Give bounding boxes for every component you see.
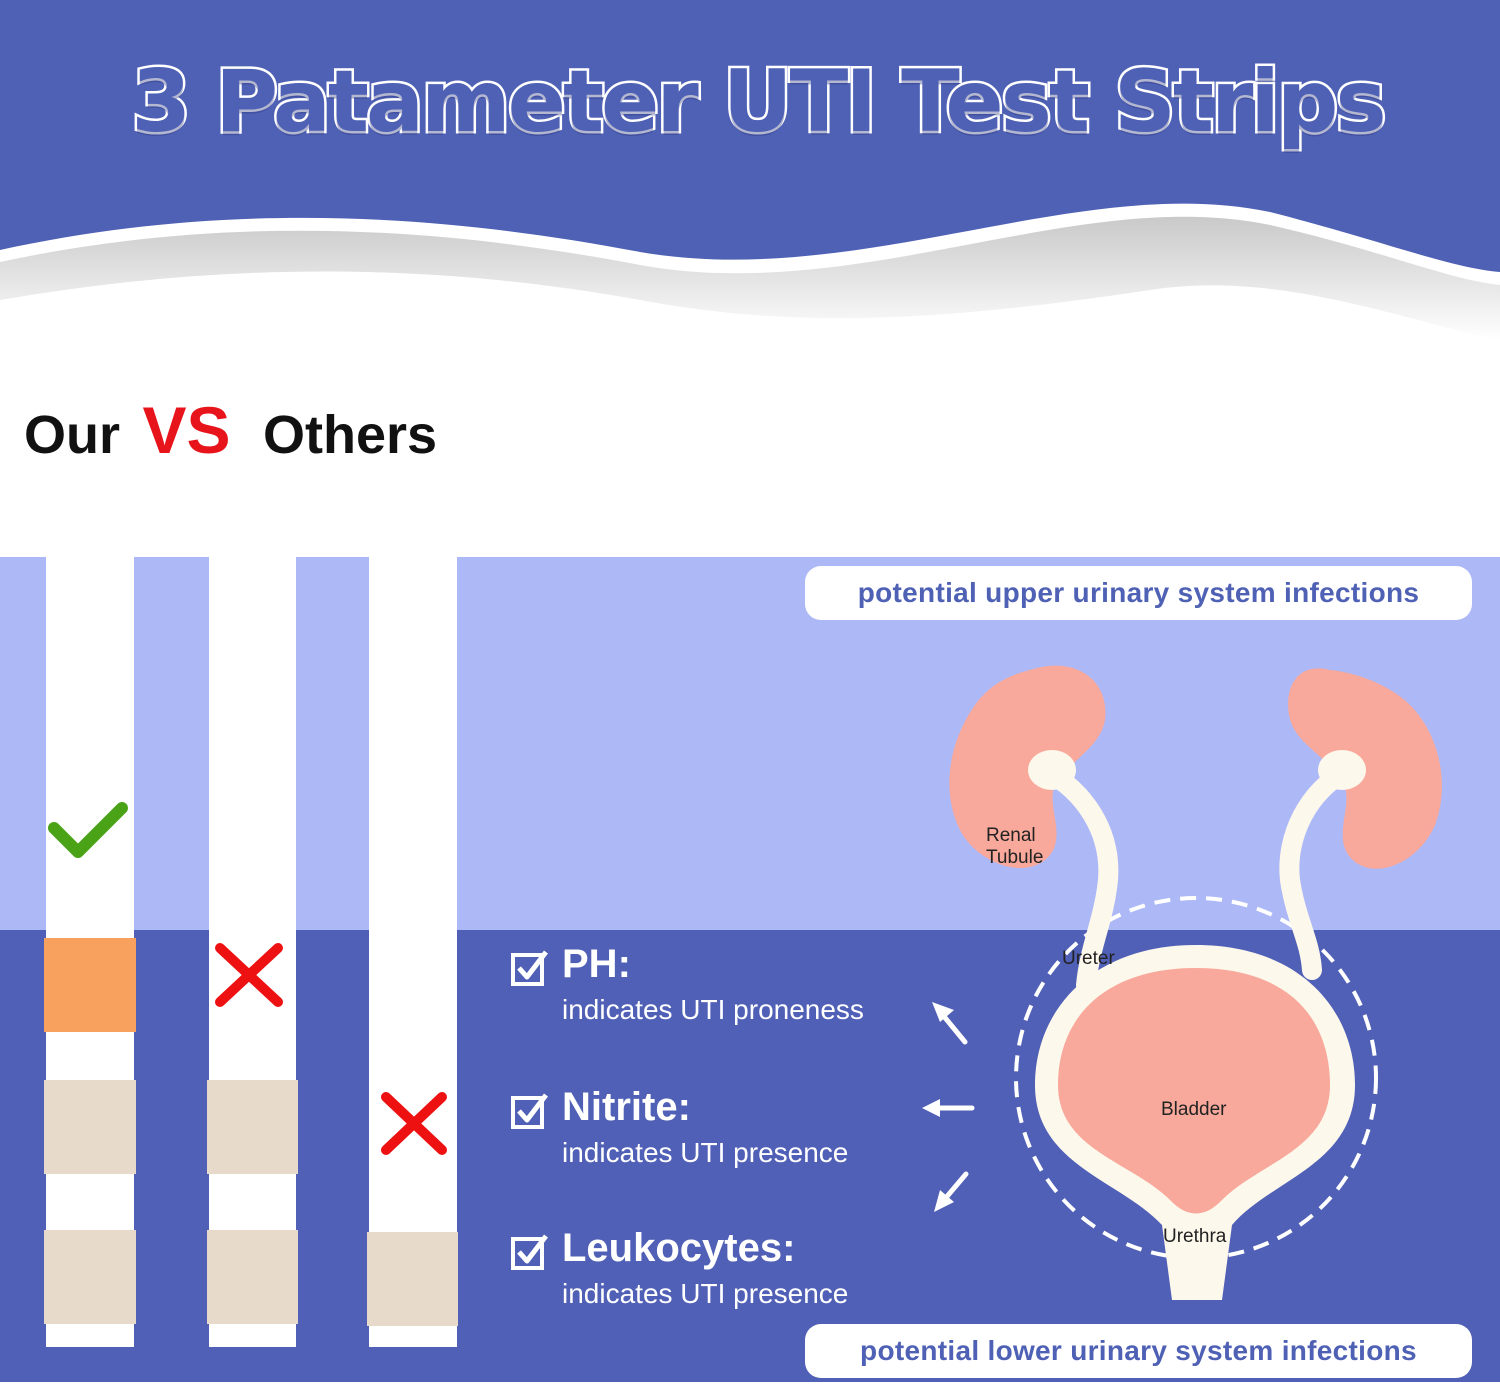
parameter-name: Nitrite: (562, 1085, 691, 1129)
arrow-icon (932, 1002, 968, 1045)
right-ureter (1279, 762, 1355, 980)
label-bladder: Bladder (1161, 1099, 1227, 1120)
comparison-heading: Our VS Others (24, 392, 437, 468)
left-kidney (949, 665, 1106, 869)
bladder (1058, 968, 1330, 1214)
arrow-icon (934, 1171, 969, 1212)
pad-nitrite-ours (44, 1080, 136, 1174)
test-strip-other-2 (367, 557, 458, 1347)
cross-icon (215, 943, 283, 1007)
infection-zone-outline (1014, 896, 1378, 1260)
parameter-description: indicates UTI presence (562, 1278, 849, 1309)
label-renal-tubule: Renal Tubule (986, 825, 1043, 869)
cross-icon (381, 1092, 447, 1155)
label-vs: VS (142, 393, 231, 467)
page-title: 3 Patameter UTI Test Strips (129, 50, 1389, 155)
label-urethra: Urethra (1163, 1226, 1227, 1247)
header-wave-shadow (0, 216, 1500, 340)
checkbox-icon (511, 1234, 548, 1270)
check-mark-icon (48, 802, 128, 858)
arrow-icon (922, 1099, 975, 1117)
left-ureter (1038, 762, 1119, 995)
pad-leukocytes-ours (44, 1230, 136, 1324)
label-tubule: Tubule (986, 847, 1044, 868)
header-band (0, 0, 1500, 272)
pad-ph-ours (44, 938, 136, 1032)
lower-infections-pill: potential lower urinary system infection… (805, 1324, 1472, 1378)
parameter-name: Leukocytes: (562, 1226, 796, 1270)
parameter-description: indicates UTI proneness (562, 994, 864, 1025)
upper-infections-pill: potential upper urinary system infection… (805, 566, 1472, 620)
label-renal: Renal (986, 825, 1036, 846)
parameter-name: PH: (562, 942, 631, 986)
footer-line (0, 1382, 1500, 1386)
label-ureter: Ureter (1062, 948, 1115, 969)
parameter-description: indicates UTI presence (562, 1137, 849, 1168)
test-strip-ours (44, 557, 136, 1347)
label-others: Others (262, 405, 438, 465)
label-our: Our (24, 405, 121, 465)
checkbox-icon (511, 950, 548, 986)
checkbox-icon (511, 1093, 548, 1129)
